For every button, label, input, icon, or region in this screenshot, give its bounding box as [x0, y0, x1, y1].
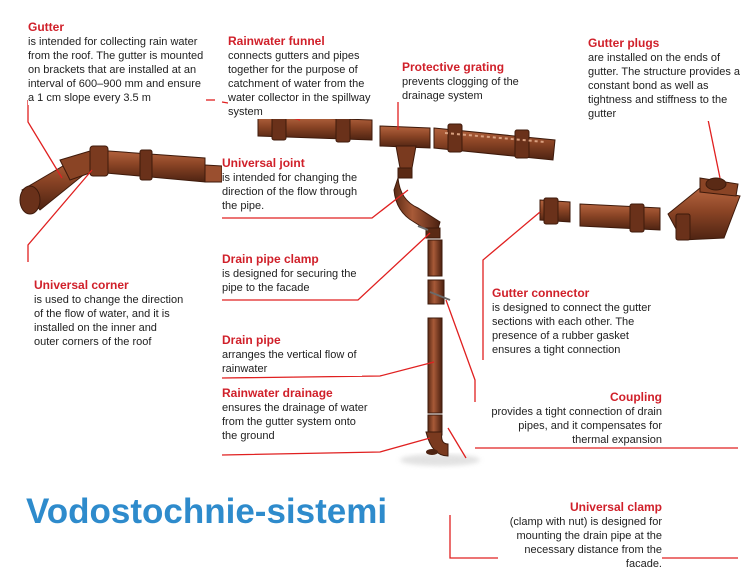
leader-connector — [482, 211, 541, 360]
universal-joint-part — [393, 177, 441, 237]
callout-coupling: Coupling provides a tight connection of … — [484, 390, 662, 447]
callout-pipe: Drain pipe arranges the vertical flow of… — [222, 333, 362, 376]
plugs-desc: are installed on the ends of gutter. The… — [588, 52, 741, 120]
connector-title: Gutter connector — [492, 286, 590, 300]
funnel-title: Rainwater funnel — [228, 34, 325, 48]
clamp-desc: is designed for securing the pipe to the… — [222, 268, 357, 294]
brand-title: Vodostochnie-sistemi — [26, 492, 388, 531]
callout-uclamp: Universal clamp (clamp with nut) is desi… — [498, 500, 662, 571]
ground-shadow — [400, 454, 480, 466]
callout-connector: Gutter connector is designed to connect … — [492, 286, 660, 357]
uclamp-desc: (clamp with nut) is designed for mountin… — [509, 516, 662, 570]
leader-pipe — [221, 361, 435, 379]
coupling-title: Coupling — [610, 390, 662, 404]
pipe-title: Drain pipe — [222, 333, 281, 347]
gutter-connector-part — [539, 197, 661, 233]
uclamp-title: Universal clamp — [569, 500, 662, 514]
connector-desc: is designed to connect the gutter sectio… — [492, 302, 651, 356]
callout-gutter: Gutter is intended for collecting rain w… — [28, 20, 206, 105]
drainage-desc: ensures the drainage of water from the g… — [222, 402, 368, 442]
callout-plugs: Gutter plugs are installed on the ends o… — [588, 36, 748, 121]
gutter-part-left — [89, 145, 223, 183]
funnel-desc: connects gutters and pipes together for … — [228, 50, 371, 118]
grating-title: Protective grating — [402, 60, 505, 74]
gutter-plugs-part — [667, 177, 741, 241]
leader-corner — [27, 169, 93, 262]
leader-coupling — [445, 299, 738, 449]
joint-desc: is intended for changing the direction o… — [222, 172, 358, 212]
drain-pipe-clamp-part — [417, 225, 441, 239]
callout-funnel: Rainwater funnel connects gutters and pi… — [228, 34, 394, 119]
gutter-desc: is intended for collecting rain water fr… — [28, 36, 204, 104]
leader-gutter — [27, 100, 63, 179]
callout-joint: Universal joint is intended for changing… — [222, 156, 370, 213]
callout-grating: Protective grating prevents clogging of … — [402, 60, 538, 103]
joint-title: Universal joint — [222, 156, 305, 170]
drainage-title: Rainwater drainage — [222, 386, 333, 400]
plugs-title: Gutter plugs — [588, 36, 660, 50]
drain-pipe-part — [427, 239, 451, 414]
gutter-title: Gutter — [28, 20, 64, 34]
leader-drainage — [221, 437, 431, 456]
leader-lines — [27, 99, 738, 559]
grating-desc: prevents clogging of the drainage system — [402, 76, 519, 102]
callout-corner: Universal corner is used to change the d… — [34, 278, 184, 349]
rainwater-drainage-part — [425, 414, 449, 457]
leader-joint — [222, 189, 409, 219]
pipe-desc: arranges the vertical flow of rainwater — [222, 349, 357, 375]
corner-title: Universal corner — [34, 278, 129, 292]
corner-desc: is used to change the direction of the f… — [34, 294, 184, 348]
callout-clamp: Drain pipe clamp is designed for securin… — [222, 252, 358, 295]
leader-clamp — [222, 232, 431, 301]
coupling-desc: provides a tight connection of drain pip… — [491, 406, 662, 446]
callout-drainage: Rainwater drainage ensures the drainage … — [222, 386, 372, 443]
protective-grating-part — [433, 123, 556, 161]
clamp-title: Drain pipe clamp — [222, 252, 319, 266]
